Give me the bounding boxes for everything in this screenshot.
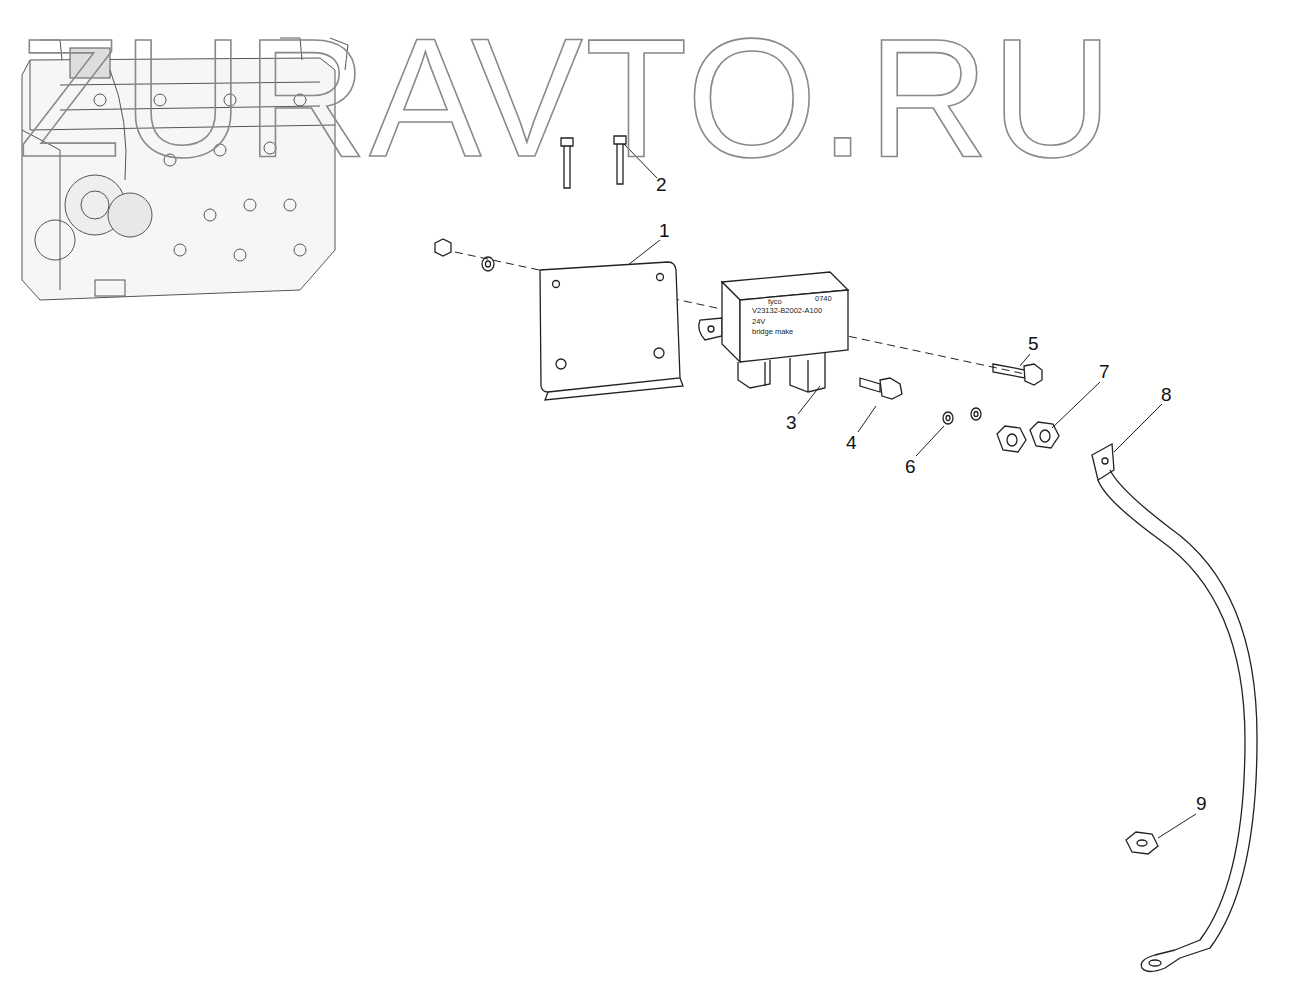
relay-marking: bridge make [752,328,793,336]
relay-marking: 0740 [815,295,832,303]
relay-marking: tyco [768,298,782,306]
watermark: ZURAVTO.RU [18,14,1115,182]
callout-number: 7 [1099,362,1110,381]
relay-marking: 24V [752,318,765,326]
callout-number: 2 [656,175,667,194]
callout-number: 1 [659,221,670,240]
relay-marking: V23132-B2002-A100 [752,307,822,315]
cable [1092,444,1257,972]
screw [993,364,1042,385]
relay [699,272,848,392]
screw [860,378,902,399]
leader-lines [624,144,1196,838]
callout-number: 8 [1161,385,1172,404]
callout-number: 3 [786,413,797,432]
callout-number: 5 [1028,334,1039,353]
nut [435,239,451,256]
callout-number: 4 [846,433,857,452]
bracket [540,262,683,400]
callout-number: 6 [905,457,916,476]
callout-number: 9 [1196,794,1207,813]
